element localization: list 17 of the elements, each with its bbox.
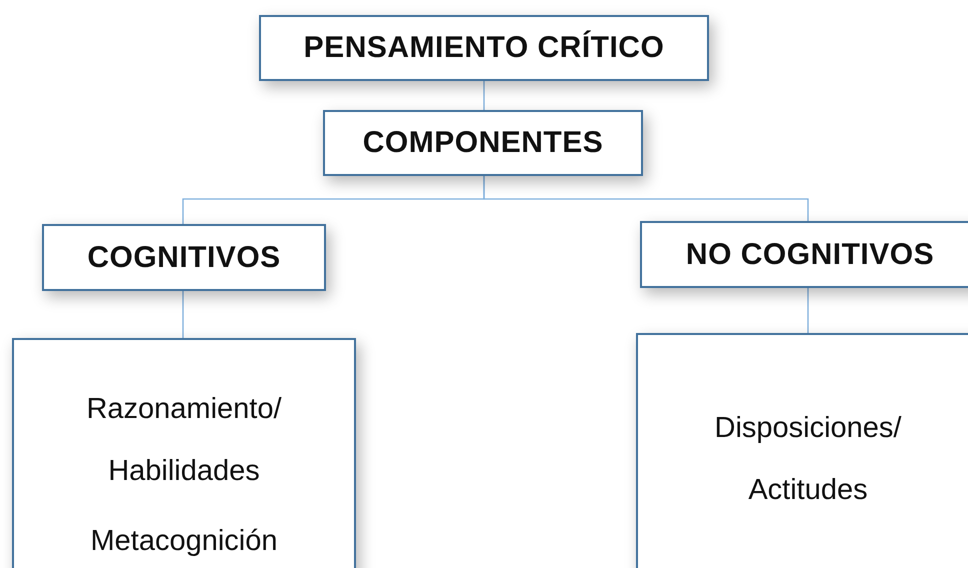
item-text: Metacognición	[90, 524, 278, 559]
heading-box	[42, 224, 326, 291]
item-text: Disposiciones/ Actitudes	[714, 411, 902, 508]
heading-box	[259, 15, 709, 81]
heading-text: COGNITIVOS	[87, 240, 281, 274]
content-box	[636, 333, 968, 568]
content-box	[12, 338, 356, 568]
connector-line	[182, 291, 184, 338]
connector-line	[807, 288, 809, 333]
heading-box	[640, 221, 968, 288]
heading-box	[323, 110, 643, 176]
connector-line	[483, 176, 809, 221]
heading-text: COMPONENTES	[362, 126, 604, 160]
heading-text: PENSAMIENTO CRÍTICO	[304, 31, 664, 65]
heading-text: NO COGNITIVOS	[686, 238, 934, 272]
item-text: Razonamiento/ Habilidades	[85, 392, 283, 489]
connector-line	[483, 81, 485, 110]
